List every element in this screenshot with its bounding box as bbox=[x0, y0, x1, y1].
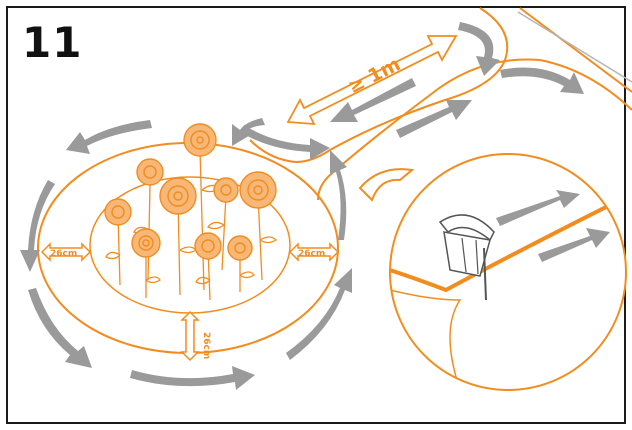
arrow-icon bbox=[330, 150, 347, 240]
distance-indicator bbox=[286, 35, 458, 126]
flower-icon bbox=[104, 198, 132, 226]
mowing-path-arrows bbox=[20, 118, 352, 390]
arrow-icon bbox=[500, 67, 584, 94]
corridor-arrows bbox=[330, 22, 584, 138]
magnifier-callout bbox=[358, 153, 627, 391]
arrow-icon bbox=[458, 22, 500, 76]
flower-icon bbox=[213, 177, 239, 203]
arrow-icon bbox=[538, 228, 610, 262]
step-number: 11 bbox=[22, 18, 83, 67]
gap-right-label: 26cm bbox=[298, 249, 325, 259]
flower-icon bbox=[239, 171, 277, 209]
arrow-icon bbox=[20, 180, 55, 272]
flower-icon bbox=[131, 228, 161, 258]
robot-mower-icon bbox=[438, 214, 495, 301]
arrow-icon bbox=[396, 100, 472, 138]
arrow-icon bbox=[130, 366, 255, 390]
flower-icon bbox=[136, 158, 164, 186]
arrow-icon bbox=[232, 118, 265, 146]
panel-frame bbox=[6, 6, 626, 424]
arrow-icon bbox=[496, 190, 580, 226]
flower-icon bbox=[159, 177, 197, 215]
gap-bottom-label: 26cm bbox=[201, 332, 211, 359]
flowers bbox=[104, 123, 278, 301]
gap-indicator-bottom: 26cm bbox=[180, 310, 211, 362]
edge-line bbox=[517, 11, 632, 83]
gap-indicator-right: 26cm bbox=[288, 242, 340, 262]
arrow-icon bbox=[286, 268, 352, 360]
arrow-icon bbox=[330, 78, 416, 122]
flower-icon bbox=[227, 235, 253, 261]
boundary-wire bbox=[249, 7, 632, 201]
arrow-icon bbox=[66, 120, 152, 154]
gap-left-label: 26cm bbox=[50, 249, 77, 259]
arrow-icon bbox=[240, 125, 330, 160]
gap-indicator-left: 26cm bbox=[40, 242, 92, 262]
flower-icon bbox=[194, 232, 222, 260]
flower-icon bbox=[183, 123, 217, 157]
arrow-icon bbox=[28, 288, 92, 368]
